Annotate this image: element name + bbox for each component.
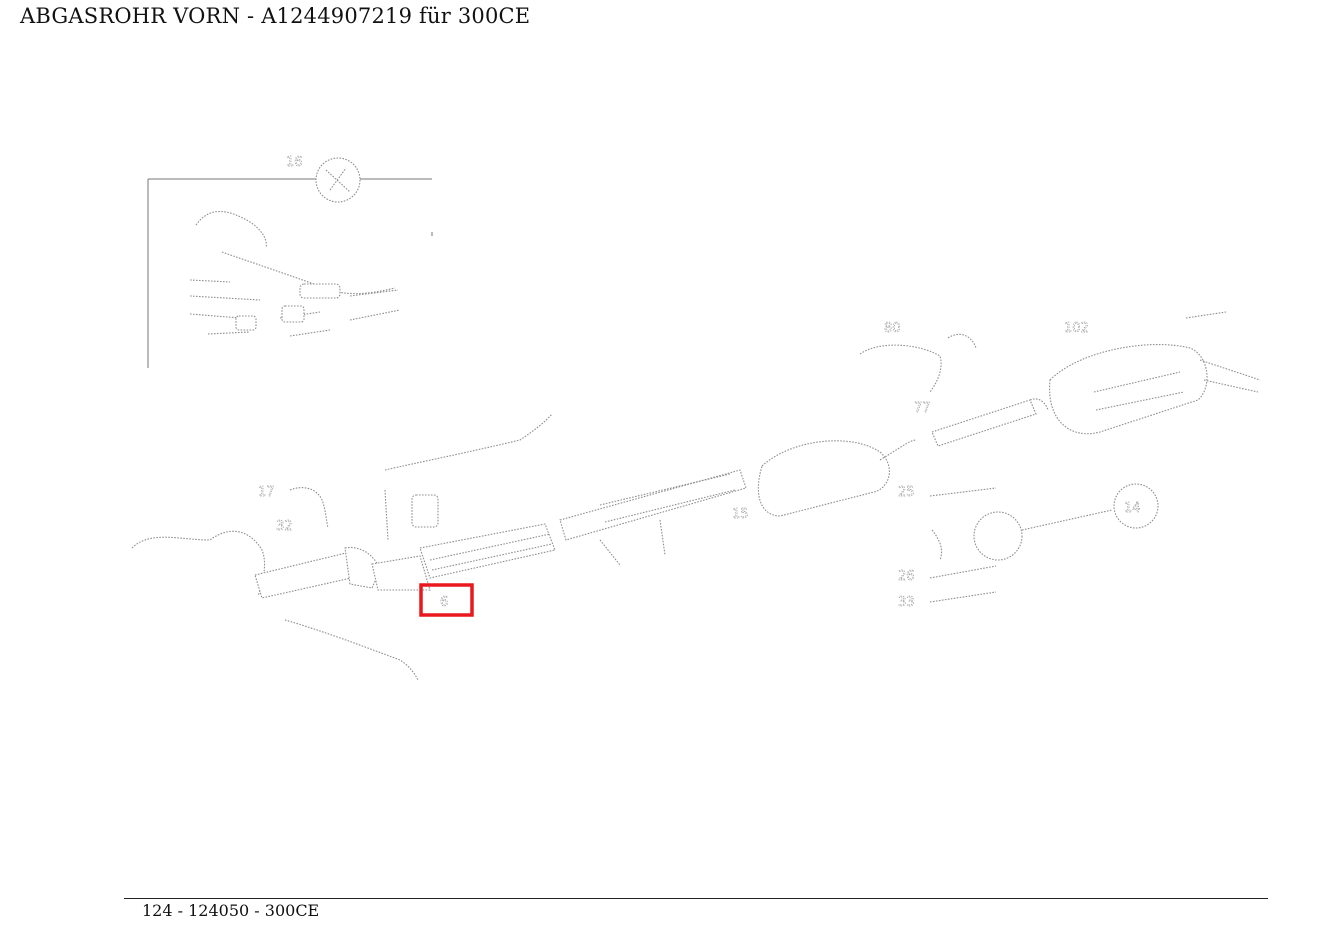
callout-label: 15: [732, 507, 749, 522]
inset-detail-panel: [147, 157, 433, 368]
callout-label: 17: [258, 485, 275, 500]
exhaust-system-drawing: [131, 311, 1261, 681]
footer-text: 124 - 124050 - 300CE: [142, 901, 320, 920]
callout-label: 26: [898, 569, 915, 584]
page-title: ABGASROHR VORN - A1244907219 für 300CE: [20, 4, 531, 28]
callout-label: 25: [898, 485, 915, 500]
callout-label: 14: [1124, 501, 1141, 516]
callout-label: 6: [440, 595, 448, 610]
callout-label: 77: [914, 401, 931, 416]
callout-label: 80: [884, 321, 901, 336]
callout-labels: 16 17 32 15 80 102 77 25 26 33 6 14: [258, 155, 1141, 611]
callout-label: 33: [898, 595, 915, 610]
callout-label: 16: [286, 155, 303, 170]
footer-divider: [124, 898, 1268, 899]
callout-label: 102: [1064, 321, 1089, 336]
highlighted-part-marker[interactable]: [419, 583, 474, 617]
callout-label: 32: [276, 519, 293, 534]
